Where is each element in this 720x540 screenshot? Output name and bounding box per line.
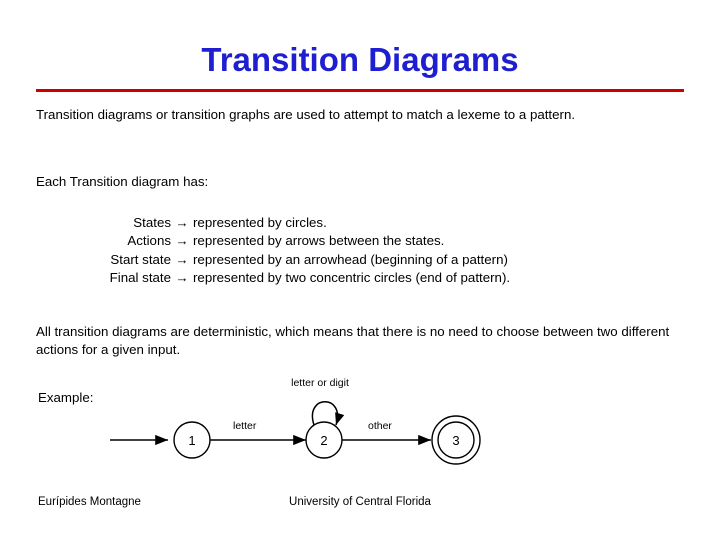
paragraph-each-diagram: Each Transition diagram has:	[36, 174, 209, 189]
transition-diagram: 1 letter 2 letter or digit other 3	[108, 368, 508, 466]
state-label-1: 1	[188, 433, 195, 448]
definition-item: Start state→represented by an arrowhead …	[36, 251, 684, 269]
self-loop-label: letter or digit	[291, 377, 349, 389]
definition-description: represented by arrows between the states…	[193, 233, 445, 249]
definition-term: Start state	[110, 251, 171, 267]
definition-term: States	[133, 215, 171, 230]
paragraph-deterministic: All transition diagrams are deterministi…	[36, 324, 670, 357]
self-loop-arrow	[311, 401, 345, 426]
definition-item: States → represented by circles.	[36, 214, 684, 232]
transition-label-letter: letter	[233, 420, 257, 432]
arrow-glyph: →	[175, 233, 189, 249]
definition-list: States→represented by circles. Actions→r…	[36, 214, 684, 287]
page-title: Transition Diagrams	[201, 41, 519, 78]
transition-label-other: other	[368, 420, 392, 432]
definition-item: Actions→represented by arrows between th…	[36, 232, 684, 250]
state-circle-3-inner	[437, 421, 475, 459]
definition-description: represented by an arrowhead (beginning o…	[193, 251, 508, 267]
arrow-glyph: →	[175, 270, 189, 286]
arrow-glyph: →	[175, 251, 189, 267]
state-label-3: 3	[452, 433, 459, 448]
arrow-glyph: →	[175, 215, 189, 230]
paragraph-intro: Transition diagrams or transition graphs…	[36, 107, 576, 122]
footer-institution: University of Central Florida	[289, 496, 431, 508]
definition-item: Final state→represented by two concentri…	[36, 269, 684, 287]
example-label: Example:	[38, 390, 94, 405]
footer-author: Eurípides Montagne	[38, 496, 141, 508]
definition-description: represented by two concentric circles (e…	[193, 270, 511, 286]
definition-term: Final state	[109, 270, 171, 286]
definition-term: Actions	[127, 233, 171, 249]
state-label-2: 2	[320, 433, 327, 448]
title-divider	[36, 89, 684, 92]
definition-description: represented by circles.	[193, 215, 327, 230]
